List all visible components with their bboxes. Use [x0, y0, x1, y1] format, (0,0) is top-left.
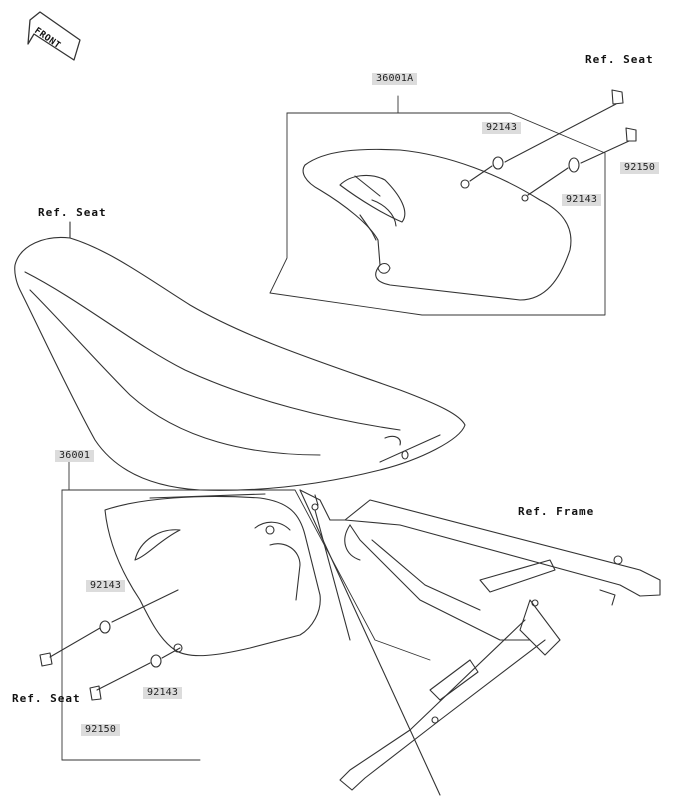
part-label-92143-lower-left: 92143 [86, 580, 126, 592]
upper-side-cover [302, 148, 572, 301]
part-label-92150-upper: 92150 [620, 162, 660, 174]
part-label-92143-upper-left: 92143 [482, 122, 522, 134]
part-label-36001A: 36001A [372, 73, 418, 85]
lower-side-cover [104, 493, 321, 657]
ref-seat-left: Ref. Seat [38, 206, 107, 219]
seat-outline [14, 221, 466, 491]
part-label-92143-lower-right: 92143 [143, 687, 183, 699]
front-arrow-icon [27, 11, 81, 61]
part-label-92143-upper-right: 92143 [562, 194, 602, 206]
upper-assembly-bracket [269, 95, 606, 316]
lower-assembly-bracket [61, 459, 431, 761]
part-label-36001: 36001 [55, 450, 95, 462]
upper-hardware [469, 89, 637, 196]
frame-outline [299, 489, 661, 796]
ref-seat-bottom-left: Ref. Seat [12, 692, 81, 705]
part-label-92150-lower: 92150 [81, 724, 121, 736]
ref-seat-top-right: Ref. Seat [585, 53, 654, 66]
lower-hardware [39, 589, 181, 701]
ref-frame: Ref. Frame [518, 505, 595, 518]
